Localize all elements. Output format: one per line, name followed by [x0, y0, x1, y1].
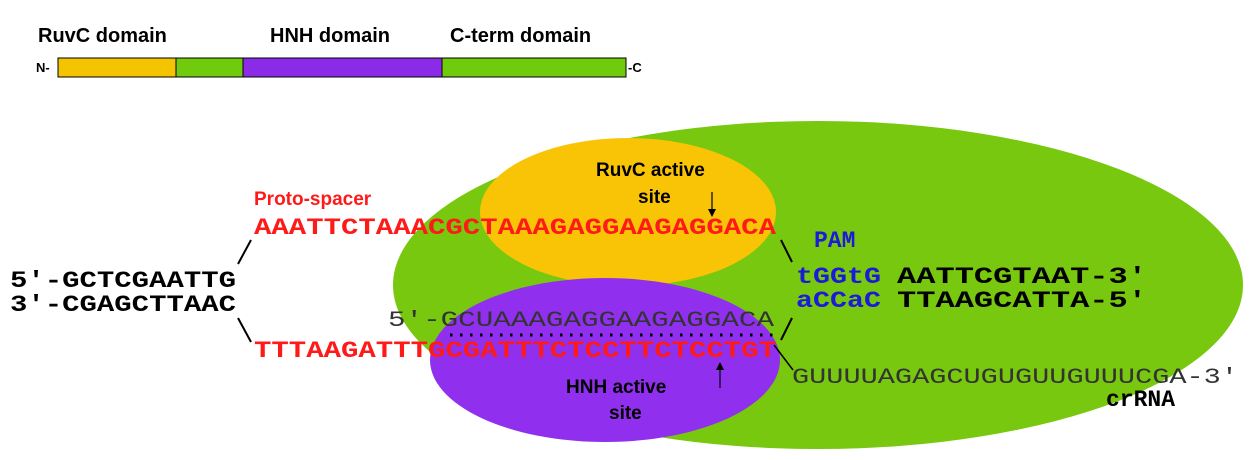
crrna-tail: GUUUUAGAGCUGUGUUGUUUCGA-3′	[792, 365, 1238, 390]
crrna-connector	[773, 344, 794, 371]
bottom-strand-left: 3′-CGAGCTTAAC	[10, 292, 236, 318]
hnh-active-site-label-line2: site	[609, 403, 642, 424]
c-terminus-label: -C	[628, 60, 642, 75]
top-protospacer-strand: AAATTCTAAACGCTAAAGAGGAAGAGGACA	[254, 215, 776, 241]
pam-label: PAM	[814, 228, 855, 254]
crrna-label: crRNA	[1106, 387, 1175, 413]
protospacer-label: Proto-spacer	[254, 189, 372, 210]
left-top-connector	[237, 239, 252, 265]
ruvc-active-site-label-line1: RuvC active	[596, 160, 705, 181]
top-strand-right: AATTCGTAAT-3′	[897, 264, 1147, 290]
hnh-cut-arrow-head	[716, 362, 724, 370]
right-top-connector	[780, 239, 793, 263]
top-strand-left: 5′-GCTCGAATTG	[10, 268, 236, 294]
left-bottom-connector	[237, 317, 252, 343]
domain-segment-ruvc	[57, 57, 177, 78]
bottom-strand-right: TTAAGCATTA-5′	[897, 288, 1147, 314]
bottom-protospacer-strand: TTTAAGATTTGCGATTTCTCCTTCTCCTGT	[254, 338, 776, 364]
ruvc-active-site-label-line2: site	[638, 187, 671, 208]
crrna-spacer: 5′-GCUAAAGAGGAAGAGGACA	[388, 308, 775, 333]
pam-bottom-strand: aCCaC	[796, 288, 881, 314]
domain-segment-cterm	[441, 57, 627, 78]
hnh-active-site-label-line1: HNH active	[566, 377, 666, 398]
hnh-ellipse	[430, 278, 780, 442]
ruvc-domain-label: RuvC domain	[38, 25, 167, 47]
cterm-domain-label: C-term domain	[450, 25, 591, 47]
hnh-domain-label: HNH domain	[270, 25, 390, 47]
ruvc-ellipse	[480, 138, 776, 286]
domain-segment-bridge	[175, 57, 244, 78]
pam-top-strand: tGGtG	[796, 264, 881, 290]
domain-segment-hnh	[242, 57, 443, 78]
ruvc-cut-arrow-head	[708, 209, 716, 217]
right-bottom-connector	[780, 317, 793, 341]
n-terminus-label: N-	[36, 60, 50, 75]
